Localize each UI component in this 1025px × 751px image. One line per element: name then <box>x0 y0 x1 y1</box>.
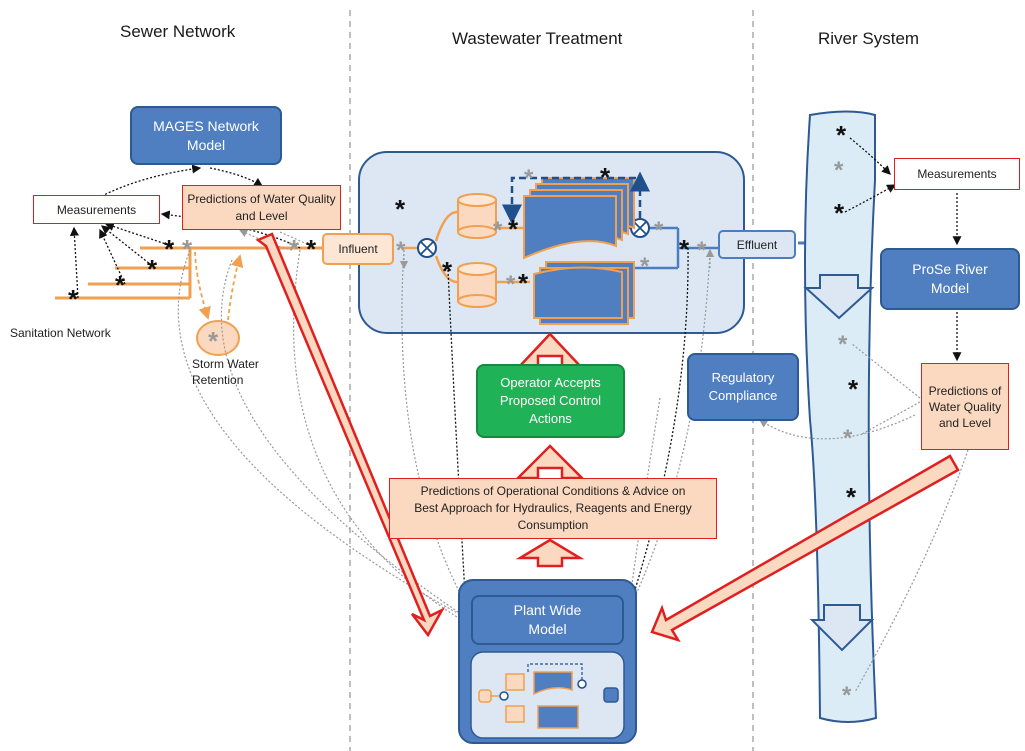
svg-text:*: * <box>838 331 848 358</box>
asterisk-markers: * * * * * * * * * * * * * * * * * * * * … <box>68 120 859 709</box>
svg-text:*: * <box>697 237 707 264</box>
svg-text:*: * <box>848 374 859 404</box>
storm-water-tank <box>196 320 240 356</box>
svg-text:*: * <box>846 482 857 512</box>
river-flow-arrow-top <box>803 274 875 320</box>
svg-text:*: * <box>843 425 853 452</box>
reactor-stack-top <box>523 177 635 260</box>
svg-text:*: * <box>654 217 664 244</box>
svg-text:*: * <box>506 271 516 298</box>
storm-water-label: Storm Water Retention <box>192 357 259 387</box>
river-flow-arrow-bottom <box>809 604 875 652</box>
reactor-stack-bottom <box>533 261 635 325</box>
svg-text:*: * <box>208 326 219 356</box>
svg-text:*: * <box>164 234 175 264</box>
wwtp-blue-lines <box>628 226 718 270</box>
svg-text:*: * <box>836 120 847 150</box>
section-title-wwtp: Wastewater Treatment <box>452 29 623 48</box>
svg-text:*: * <box>524 165 534 192</box>
section-title-sewer: Sewer Network <box>120 22 236 41</box>
operational-advice-box: Predictions of Operational Conditions & … <box>389 478 717 539</box>
wwtp-orange-lines <box>401 210 458 284</box>
measurements-box-right: Measurements <box>894 158 1020 190</box>
predictions-box-right: Predictions of Water Quality and Level <box>921 363 1009 450</box>
svg-text:*: * <box>442 256 453 286</box>
operator-accepts-box: Operator Accepts Proposed Control Action… <box>476 364 625 438</box>
svg-text:*: * <box>640 253 650 280</box>
mages-network-model-box: MAGES Network Model <box>130 106 282 165</box>
svg-text:*: * <box>306 234 317 264</box>
svg-text:*: * <box>834 198 845 228</box>
red-arrow-river-to-plant <box>650 454 960 643</box>
up-arrow-2 <box>514 444 586 480</box>
effluent-box: Effluent <box>718 230 796 259</box>
svg-text:*: * <box>115 270 126 300</box>
measurement-links-right <box>844 137 962 362</box>
svg-text:*: * <box>834 157 844 184</box>
mini-process <box>478 671 619 729</box>
svg-text:*: * <box>289 234 300 264</box>
svg-text:*: * <box>182 234 193 264</box>
svg-text:*: * <box>518 268 529 298</box>
gray-links-right <box>759 343 969 693</box>
plant-wide-model-box: Plant Wide Model <box>471 595 624 645</box>
svg-text:*: * <box>395 194 406 224</box>
svg-text:*: * <box>508 214 519 244</box>
sanitation-network-label: Sanitation Network <box>10 326 111 340</box>
recycle-loop <box>502 176 642 225</box>
cylinder-tank-top <box>457 193 497 239</box>
svg-text:*: * <box>396 237 406 264</box>
sewer-pipes <box>55 246 345 300</box>
svg-text:*: * <box>600 162 611 192</box>
regulatory-compliance-box: Regulatory Compliance <box>687 353 799 421</box>
section-title-river: River System <box>818 29 920 48</box>
svg-text:*: * <box>147 254 158 284</box>
up-arrow-3 <box>515 538 585 568</box>
black-links-centre <box>447 247 689 614</box>
predictions-box-left: Predictions of Water Quality and Level <box>182 185 341 230</box>
river-channel <box>804 110 878 723</box>
svg-text:*: * <box>68 284 79 314</box>
svg-text:*: * <box>679 234 690 264</box>
influent-box: Influent <box>322 233 394 265</box>
svg-text:*: * <box>493 217 503 244</box>
cylinder-tank-bottom <box>457 262 497 308</box>
svg-text:*: * <box>842 682 852 709</box>
up-arrow-1 <box>515 332 585 370</box>
prose-river-model-box: ProSe River Model <box>880 248 1020 310</box>
measurements-box-left: Measurements <box>33 195 160 224</box>
